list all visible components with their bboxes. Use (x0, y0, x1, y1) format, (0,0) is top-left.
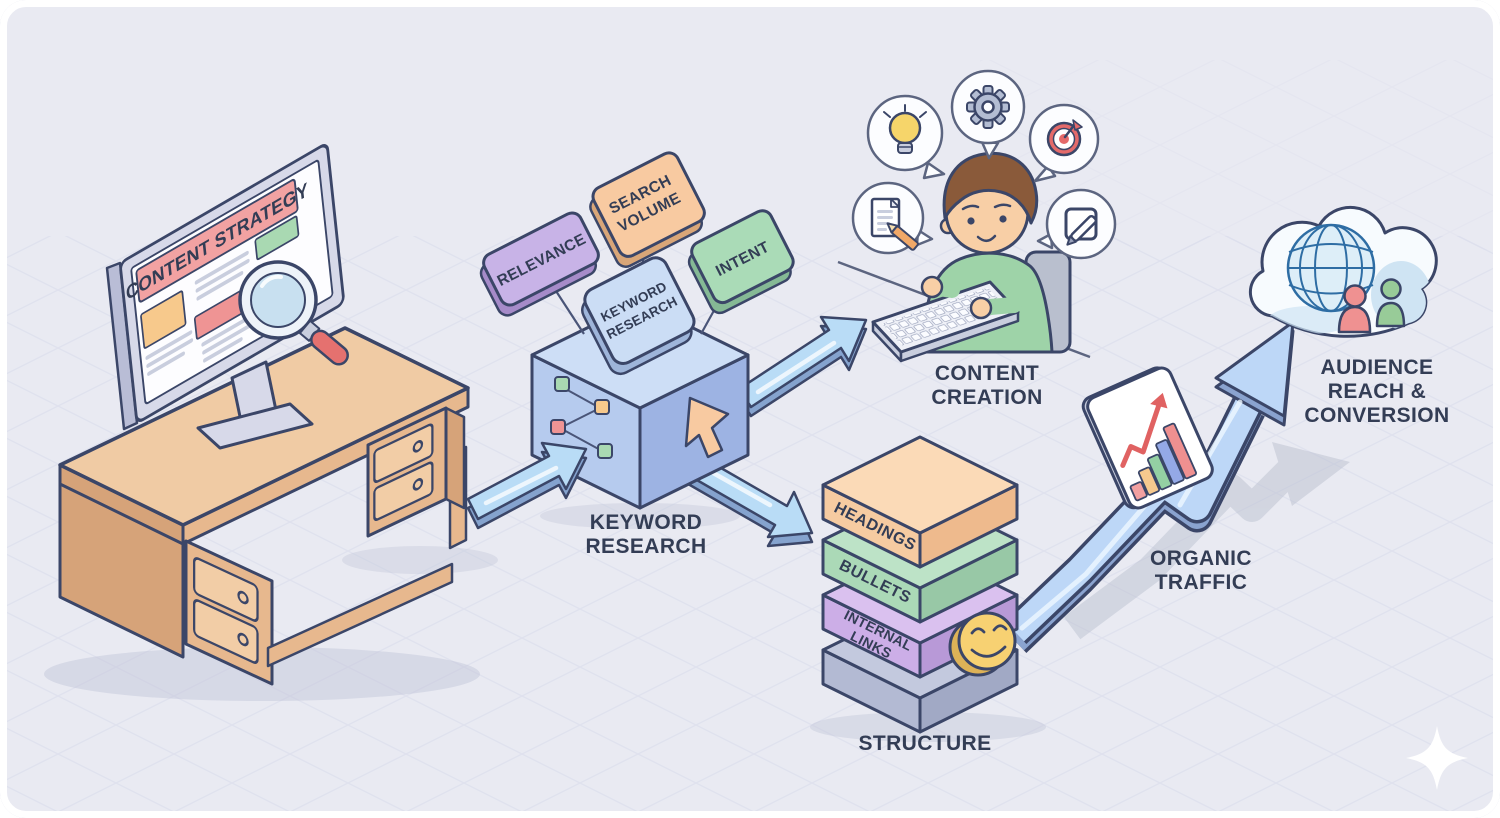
keyword-research-label: KEYWORD RESEARCH (585, 511, 706, 558)
analytics-card (1081, 366, 1214, 510)
keyword-research-cube (530, 300, 750, 510)
content-creation-label: CONTENT CREATION (931, 362, 1042, 409)
person-hair (942, 151, 1039, 225)
tag-search-volume: SEARCH VOLUME (589, 151, 706, 268)
person-eye (967, 217, 975, 225)
person-hand (969, 296, 993, 320)
screen-green-block (254, 215, 300, 261)
sparkle-icon (1406, 726, 1468, 790)
content-creation (837, 151, 1091, 363)
content-creation-label-line2: CREATION (931, 386, 1042, 409)
magnifier-icon (238, 260, 349, 366)
screen-banner (135, 178, 299, 303)
drawer-knob (412, 478, 424, 491)
desk-left-drawers (184, 539, 274, 686)
desk-right-drawers (366, 406, 466, 538)
drawer-knob (237, 632, 249, 647)
organic-traffic-label: ORGANIC TRAFFIC (1150, 547, 1252, 594)
monitor-screen (130, 159, 334, 405)
edit-icon (1064, 207, 1098, 246)
screen-text-lines (145, 250, 253, 376)
drawer-knob (412, 440, 424, 453)
pencil-icon (886, 222, 919, 251)
structure-label: STRUCTURE (858, 732, 991, 755)
arrow-input (466, 441, 588, 530)
person-brows (961, 203, 1012, 211)
keyword-research-box: KEYWORD RESEARCH (581, 256, 696, 376)
screen-orange-block (140, 290, 187, 349)
desk (58, 326, 470, 686)
trend-arrow-icon (1120, 392, 1168, 468)
desk-crossbar (266, 562, 454, 668)
audience-people-icon (1337, 278, 1406, 334)
person-arm (982, 297, 1022, 315)
lightbulb-icon (883, 104, 927, 154)
document-icon (870, 197, 919, 251)
gear-icon (966, 85, 1010, 129)
target-icon (1046, 119, 1083, 157)
monitor-stand (196, 360, 314, 450)
person-eye (999, 215, 1007, 223)
cube-cursor-icon (684, 396, 730, 459)
organic-traffic-label-line2: TRAFFIC (1155, 571, 1248, 594)
smiley-icon (948, 611, 1017, 677)
audience-label-line2: REACH & (1328, 380, 1426, 403)
tag-relevance: RELEVANCE (479, 211, 600, 317)
shadow-arrow (1063, 442, 1350, 640)
person-hand (920, 275, 944, 299)
content-creation-label-line1: CONTENT (935, 362, 1039, 385)
audience-cloud (1248, 205, 1438, 338)
drawer-knob (237, 590, 249, 605)
organic-traffic-label-line1: ORGANIC (1150, 547, 1252, 570)
audience-label-line3: CONVERSION (1304, 404, 1449, 427)
audience-label: AUDIENCE REACH & CONVERSION (1304, 356, 1449, 427)
tag-intent: INTENT (687, 209, 795, 315)
stack-layer-headings (821, 435, 1019, 569)
person-mouth (976, 234, 997, 242)
audience-label-line1: AUDIENCE (1321, 356, 1434, 379)
keyword-research-label-line1: KEYWORD (590, 511, 702, 534)
bar-chart-icon (1129, 422, 1197, 502)
structure-stack: HEADINGS BULLETS INTERNAL LINKS (821, 435, 1019, 734)
keyword-research-label-line2: RESEARCH (585, 535, 706, 558)
cube-network-diagram (550, 376, 613, 459)
